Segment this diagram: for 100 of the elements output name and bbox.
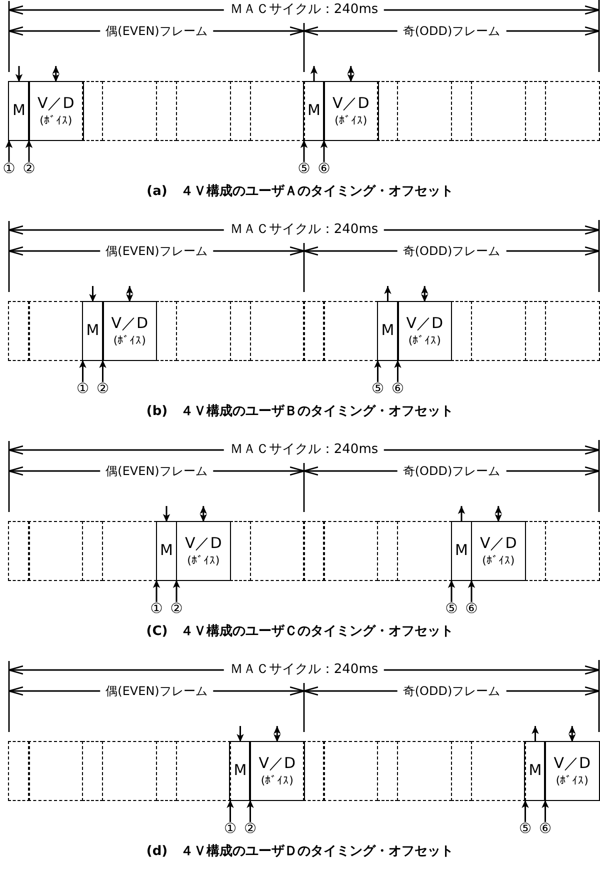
dashed-slot: [28, 301, 84, 361]
dimension-label: ＭＡＣサイクル：240ms: [224, 664, 384, 676]
dashed-slot: [544, 521, 600, 581]
dashed-slot: [450, 81, 472, 141]
dashed-slot: [323, 521, 378, 581]
slot-sublabel: (ﾎﾞｲｽ): [556, 774, 588, 788]
arrow: [542, 800, 549, 822]
time-slot: [524, 741, 546, 801]
dashed-slot: [8, 521, 30, 581]
dashed-slot: [303, 301, 325, 361]
double-arrow: [52, 66, 60, 82]
dimension-label: ＭＡＣサイクル：240ms: [224, 4, 384, 16]
figure-caption: (d) ４Ｖ構成のユーザＤのタイミング・オフセット: [146, 845, 454, 859]
slot-label: V／D: [37, 94, 74, 112]
dashed-slot: [450, 741, 472, 801]
dashed-slot: [102, 81, 158, 141]
dimension-label: 偶(EVEN)フレーム: [100, 465, 214, 477]
slot-label: M: [455, 542, 468, 560]
arrow: [310, 66, 318, 82]
arrow: [448, 580, 456, 602]
arrow: [374, 360, 382, 382]
dashed-slot: [323, 301, 378, 361]
dashed-slot: [176, 741, 231, 801]
figure-caption: (C) ４Ｖ構成のユーザＣのタイミング・オフセット: [146, 625, 454, 639]
time-slot: [82, 301, 104, 361]
slot-sublabel: (ﾎﾞｲｽ): [260, 774, 294, 788]
dashed-slot: [8, 301, 30, 361]
time-slot: [544, 741, 600, 801]
dashed-slot: [303, 741, 325, 801]
slot-sublabel: (ﾎﾞｲｽ): [408, 334, 441, 348]
callout-number: ⑤: [515, 822, 536, 837]
callout-number: ②: [92, 382, 113, 397]
slot-label: V／D: [258, 754, 296, 772]
dashed-slot: [377, 521, 398, 581]
dashed-slot: [250, 81, 305, 141]
dashed-slot: [470, 741, 526, 801]
slot-label: V／D: [480, 534, 517, 552]
arrow: [89, 286, 96, 302]
dashed-slot: [524, 521, 546, 581]
dashed-slot: [82, 81, 104, 141]
dashed-slot: [250, 301, 305, 361]
double-arrow: [421, 286, 428, 302]
time-slot: [156, 521, 178, 581]
time-slot: [249, 741, 305, 801]
dashed-slot: [397, 741, 452, 801]
dashed-slot: [377, 81, 398, 141]
arrow: [99, 360, 106, 382]
time-slot: [8, 81, 30, 141]
time-slot: [470, 521, 526, 581]
slot-sublabel: (ﾎﾞｲｽ): [334, 114, 368, 128]
time-slot: [229, 741, 252, 801]
arrow: [246, 800, 254, 822]
double-arrow: [126, 286, 134, 302]
dimension-label: 奇(ODD)フレーム: [396, 245, 506, 257]
slot-label: M: [308, 102, 320, 120]
slot-label: V／D: [554, 754, 591, 772]
dimension-label: 奇(ODD)フレーム: [396, 685, 506, 697]
dashed-slot: [303, 521, 325, 581]
slot-sublabel: (ﾎﾞｲｽ): [40, 114, 72, 128]
arrow: [384, 286, 392, 302]
slot-label: M: [528, 762, 542, 780]
dashed-slot: [450, 301, 472, 361]
double-arrow: [494, 506, 502, 522]
time-slot: [396, 301, 452, 361]
arrow: [300, 140, 308, 162]
dimension-label: ＭＡＣサイクル：240ms: [224, 224, 384, 236]
dashed-slot: [397, 521, 452, 581]
slot-label: M: [160, 542, 173, 560]
slot-label: M: [234, 762, 247, 780]
callout-number: ⑤: [368, 382, 388, 397]
figure-caption: (a) ４Ｖ構成のユーザＡのタイミング・オフセット: [146, 185, 454, 199]
double-arrow: [347, 66, 354, 82]
dimension-label: 偶(EVEN)フレーム: [100, 25, 214, 37]
arrow: [458, 506, 466, 522]
double-arrow: [274, 726, 281, 742]
slot-label: M: [381, 322, 394, 340]
dashed-slot: [470, 81, 526, 141]
time-slot: [450, 521, 472, 581]
arrow: [226, 800, 234, 822]
arrow: [532, 726, 539, 742]
callout-number: ①: [220, 822, 240, 837]
dashed-slot: [102, 741, 158, 801]
slot-label: V／D: [111, 314, 148, 332]
arrow: [468, 580, 476, 602]
dashed-slot: [397, 81, 452, 141]
slot-label: V／D: [184, 534, 222, 552]
dashed-slot: [176, 301, 231, 361]
callout-number: ⑥: [388, 382, 408, 397]
dashed-slot: [156, 741, 178, 801]
arrow: [236, 726, 244, 742]
arrow: [79, 360, 86, 382]
dimension-label: 偶(EVEN)フレーム: [100, 245, 214, 257]
dashed-slot: [544, 81, 600, 141]
dashed-slot: [102, 521, 158, 581]
dashed-slot: [156, 81, 178, 141]
dashed-slot: [470, 301, 526, 361]
arrow: [320, 140, 328, 162]
callout-number: ⑥: [535, 822, 556, 837]
dimension-label: 奇(ODD)フレーム: [396, 25, 506, 37]
slot-sublabel: (ﾎﾞｲｽ): [482, 554, 515, 568]
